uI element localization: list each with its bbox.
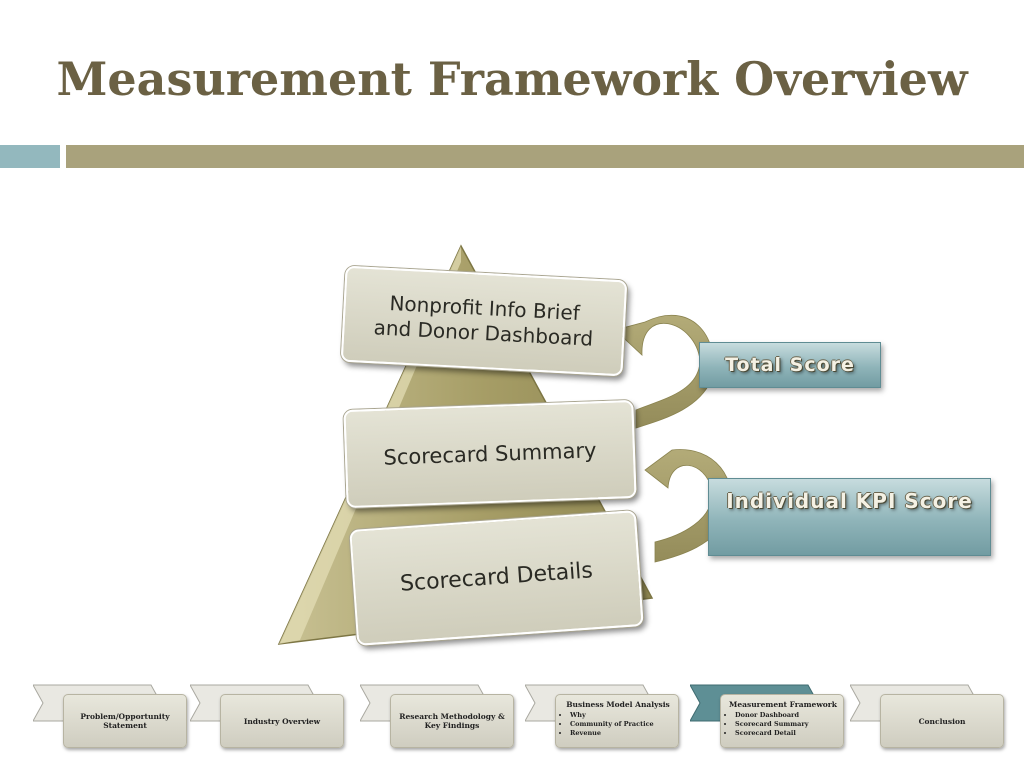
nav-item-business-model-title: Business Model Analysis: [566, 700, 670, 709]
total-score-callout: Total Score: [699, 342, 881, 388]
slide-title: Measurement Framework Overview: [56, 52, 968, 106]
nav-item-industry[interactable]: Industry Overview: [190, 683, 350, 753]
nav-item-measurement-framework-bullets: Donor Dashboard Scorecard Summary Scorec…: [727, 711, 839, 737]
nav-item-business-model-bullets: Why Community of Practice Revenue: [562, 711, 674, 737]
nav-item-measurement-framework-title: Measurement Framework: [729, 700, 837, 709]
bullet-item: Scorecard Detail: [735, 729, 839, 738]
nav-item-business-model-card: Business Model Analysis Why Community of…: [555, 694, 679, 748]
tier-scorecard-summary-label: Scorecard Summary: [383, 438, 597, 470]
nav-item-measurement-framework[interactable]: Measurement Framework Donor Dashboard Sc…: [690, 683, 850, 753]
tier-scorecard-summary: Scorecard Summary: [343, 399, 637, 509]
bullet-item: Donor Dashboard: [735, 711, 839, 720]
nav-item-measurement-framework-card: Measurement Framework Donor Dashboard Sc…: [720, 694, 844, 748]
nav-item-problem-card: Problem/Opportunity Statement: [63, 694, 187, 748]
bullet-item: Revenue: [570, 729, 674, 738]
nav-item-conclusion-card: Conclusion: [880, 694, 1004, 748]
nav-item-research[interactable]: Research Methodology & Key Findings: [360, 683, 520, 753]
title-accent-bar-teal: [0, 145, 60, 168]
nav-item-research-card: Research Methodology & Key Findings: [390, 694, 514, 748]
bullet-item: Scorecard Summary: [735, 720, 839, 729]
nav-item-business-model[interactable]: Business Model Analysis Why Community of…: [525, 683, 685, 753]
tier-scorecard-details-label: Scorecard Details: [399, 558, 594, 597]
tier-scorecard-details: Scorecard Details: [349, 510, 644, 646]
nav-item-problem[interactable]: Problem/Opportunity Statement: [33, 683, 193, 753]
title-accent-bar-olive: [66, 145, 1024, 168]
nav-item-conclusion[interactable]: Conclusion: [850, 683, 1010, 753]
tier-info-brief: Nonprofit Info Brief and Donor Dashboard: [340, 265, 628, 377]
kpi-score-callout: Individual KPI Score: [708, 478, 991, 556]
bullet-item: Why: [570, 711, 674, 720]
nav-item-industry-card: Industry Overview: [220, 694, 344, 748]
bullet-item: Community of Practice: [570, 720, 674, 729]
